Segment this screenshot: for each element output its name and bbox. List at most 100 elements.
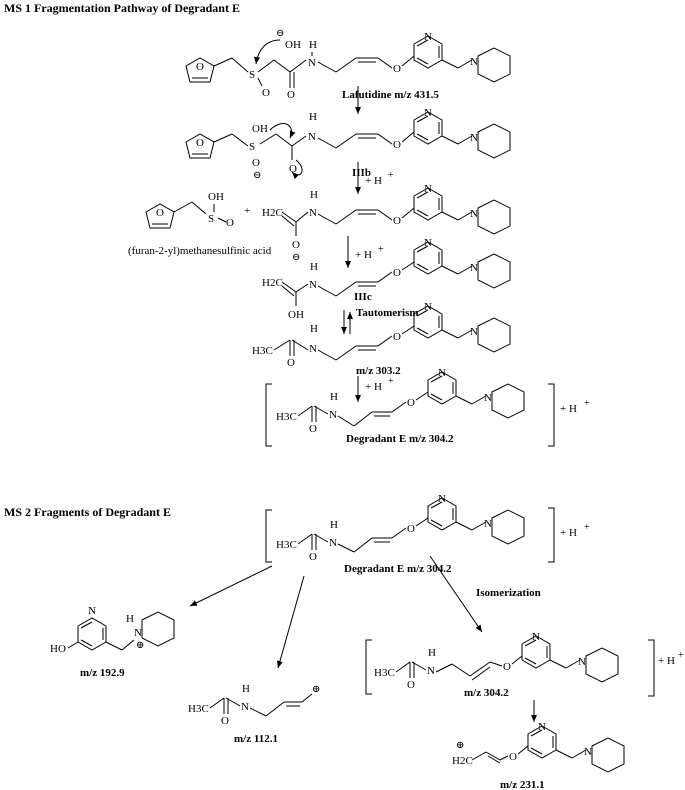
m303-structure: H3C O N H O N N xyxy=(252,301,511,369)
ether-o-5: O xyxy=(393,331,401,343)
ms2-heading: MS 2 Fragments of Degradant E xyxy=(4,505,171,519)
sulfinic-oh: OH xyxy=(208,191,224,203)
iiib-structure: O S OH O ⊖ O N H O N N xyxy=(185,107,511,181)
pyridine-n-8: N xyxy=(88,605,96,617)
piperidine-n-4: N xyxy=(470,262,478,274)
sulfur-oh: OH xyxy=(252,123,268,135)
arrow-ms2-right xyxy=(429,555,483,633)
enolate-minus: ⊖ xyxy=(292,252,300,263)
amide-h-2: H xyxy=(309,111,317,123)
proton-charge-3: + xyxy=(678,650,684,661)
step-h-1: + H xyxy=(365,175,382,187)
enol-oh: OH xyxy=(288,309,304,321)
piperidine-n: N xyxy=(470,56,478,68)
pyridine-n-10: N xyxy=(538,721,546,733)
pyridine-n-3: N xyxy=(424,183,432,195)
carbonyl-o-2: O xyxy=(289,163,297,175)
piperidinium-n: N xyxy=(134,627,142,639)
h3c-4: H3C xyxy=(188,703,209,715)
amide-n-8: N xyxy=(241,701,249,713)
h2c-2: H2C xyxy=(262,277,283,289)
amide-n-2: N xyxy=(308,131,316,143)
proton-charge-2: + xyxy=(584,522,590,533)
carbonyl-o: O xyxy=(287,89,295,101)
m192-label: m/z 192.9 xyxy=(80,667,125,679)
proton-3: + H xyxy=(658,655,675,667)
proton-2: + H xyxy=(560,527,577,539)
h2c-3: H2C xyxy=(452,755,473,767)
m112-label: m/z 112.1 xyxy=(234,733,278,745)
pyridine-n-9: N xyxy=(532,631,540,643)
piperidine-n-10: N xyxy=(584,746,592,758)
amide-n-7: N xyxy=(329,537,337,549)
m231-structure: ⊕ H2C O N N xyxy=(452,721,625,773)
sulfur-atom-2: S xyxy=(249,141,255,153)
acetyl-o-4: O xyxy=(221,715,229,727)
sulfinic-o: O xyxy=(226,217,234,229)
amide-h-8: H xyxy=(242,683,250,695)
degradant-e-structure: H3C O N H O N N + H + xyxy=(265,367,590,447)
piperidinium-h: H xyxy=(126,613,134,625)
sulfur-atom-3: S xyxy=(208,213,214,225)
charge-minus: ⊖ xyxy=(253,170,261,181)
plus-sign: + xyxy=(244,205,250,217)
pyridine-n-5: N xyxy=(424,301,432,313)
pyridine-n-4: N xyxy=(424,237,432,249)
sulfinic-label: (furan-2-yl)methanesulfinic acid xyxy=(128,245,272,257)
pyridine-n-6: N xyxy=(438,367,446,379)
furan-o-3: O xyxy=(156,207,164,219)
sup-plus-2: + xyxy=(378,244,384,255)
hydroxide-charge: ⊖ xyxy=(276,28,284,39)
iiic-label: IIIc xyxy=(354,291,372,303)
furan-o: O xyxy=(196,61,204,73)
ether-o-3: O xyxy=(393,215,401,227)
sup-plus-1: + xyxy=(388,170,394,181)
step-h-2: + H xyxy=(355,249,372,261)
sulfur-atom: S xyxy=(249,69,255,81)
h2c-charge: ⊕ xyxy=(456,740,464,751)
pyridine-n-7: N xyxy=(438,493,446,505)
pyridine-n-2: N xyxy=(424,107,432,119)
amide-h-4: H xyxy=(310,261,318,273)
enolate-fragment: H2C O ⊖ N H O N N xyxy=(262,183,511,263)
acetyl-o-5: O xyxy=(407,679,415,691)
amide-n-6: N xyxy=(329,409,337,421)
piperidine-n-3: N xyxy=(470,208,478,220)
h3c-5: H3C xyxy=(374,667,395,679)
h3c-3: H3C xyxy=(276,539,297,551)
sulfoxide-o: O xyxy=(262,87,270,99)
ether-o-6: O xyxy=(407,397,415,409)
h2c-1: H2C xyxy=(262,207,283,219)
hydroxide: OH xyxy=(285,39,301,51)
piperidine-n-5: N xyxy=(470,326,478,338)
sup-plus-3: + xyxy=(388,376,394,387)
arrow-ms2-mid xyxy=(277,575,305,669)
amide-n-9: N xyxy=(427,665,435,677)
amide-n-3: N xyxy=(309,207,317,219)
ho-group: HO xyxy=(50,643,66,655)
amide-h-3: H xyxy=(310,189,318,201)
m303-label: m/z 303.2 xyxy=(356,365,401,377)
amide-h-7: H xyxy=(330,519,338,531)
ether-o-2: O xyxy=(393,139,401,151)
amide-n-5: N xyxy=(309,343,317,355)
furan-o-2: O xyxy=(196,137,204,149)
amide-h: H xyxy=(309,39,317,51)
proton-1: + H xyxy=(560,403,577,415)
lafutidine-structure: O S O O N H O N N ⊖ OH xyxy=(185,28,511,101)
piperidine-n-9: N xyxy=(578,656,586,668)
acetyl-o-3: O xyxy=(309,551,317,563)
ether-o-8: O xyxy=(503,661,511,673)
acetyl-o-2: O xyxy=(309,423,317,435)
m112-structure: H3C O N H ⊕ xyxy=(188,683,320,727)
ether-o: O xyxy=(393,63,401,75)
piperidinium-charge: ⊕ xyxy=(136,640,144,651)
enolate-o: O xyxy=(292,239,300,251)
amide-h-5: H xyxy=(310,323,318,335)
m231-label: m/z 231.1 xyxy=(500,779,545,790)
h3c-2: H3C xyxy=(276,411,297,423)
amide-h-9: H xyxy=(428,647,436,659)
isomerization-label: Isomerization xyxy=(476,587,541,599)
step-h-3: + H xyxy=(365,381,382,393)
